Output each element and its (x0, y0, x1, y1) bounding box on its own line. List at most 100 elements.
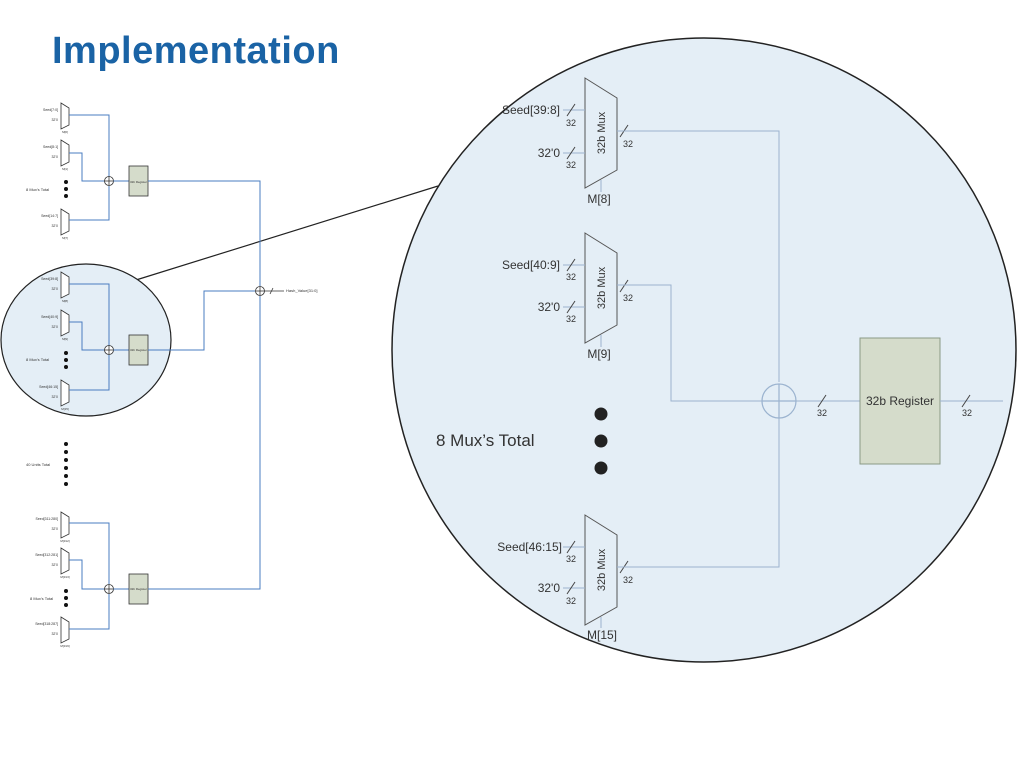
ellipsis-dot (64, 187, 68, 191)
ellipsis-dot (64, 442, 68, 446)
zoom-connector-line (135, 185, 439, 281)
overview-schematic: Seed[7:0] 32'0 M[0] Seed[8:1] 32'0 M[1] … (0, 102, 318, 648)
svg-text:M[7]: M[7] (62, 236, 68, 240)
overview-mux: Seed[312:281] 32'0 M[313] (35, 547, 105, 590)
overview-mux: Seed[14:7] 32'0 M[7] (41, 186, 110, 240)
mux-output-wire (617, 284, 762, 402)
seed-label: Seed[39:8] (502, 103, 560, 117)
bus-width-label: 32 (566, 118, 576, 128)
zero-label: 32'0 (538, 581, 561, 595)
zero-label: 32'0 (538, 146, 561, 160)
svg-text:32'0: 32'0 (51, 563, 58, 567)
svg-text:M[313]: M[313] (60, 575, 69, 579)
bus-width-label: 32 (623, 575, 633, 585)
detail-mux-unit: 32b Mux Seed[46:15] 32 32'0 32 M[15] 32 (497, 418, 780, 642)
mux-label: 32b Mux (596, 266, 608, 309)
svg-text:32'0: 32'0 (51, 395, 58, 399)
mux-output-wire (617, 418, 780, 568)
svg-text:Seed[312:281]: Seed[312:281] (35, 553, 58, 557)
bus-slash (269, 287, 274, 295)
zero-label: 32'0 (538, 300, 561, 314)
overview-middle-group: Seed[39:8] 32'0 M[8] Seed[40:9] 32'0 M[9… (26, 271, 255, 411)
svg-text:Seed[8:1]: Seed[8:1] (43, 145, 58, 149)
bus-width-label: 32 (962, 408, 972, 418)
bus-width-label: 32 (817, 408, 827, 418)
ellipsis-dot (64, 194, 68, 198)
bus-slash (566, 300, 576, 314)
overview-mux: Seed[40:9] 32'0 M[9] (41, 309, 105, 351)
mux-shape (584, 232, 618, 344)
svg-text:32'0: 32'0 (51, 527, 58, 531)
ellipsis-dot (64, 474, 68, 478)
detail-view: 32b Mux Seed[39:8] 32 32'0 32 M[8] 32 32… (135, 37, 1017, 663)
svg-text:Seed[40:9]: Seed[40:9] (41, 315, 58, 319)
bus-slash (566, 581, 576, 595)
seed-label: Seed[46:15] (497, 540, 562, 554)
svg-text:M[8]: M[8] (62, 299, 68, 303)
magnifier-circle (391, 37, 1017, 663)
select-label: M[8] (587, 192, 610, 206)
page-title: Implementation (52, 30, 340, 72)
ellipsis-dot (64, 458, 68, 462)
bus-width-label: 32 (623, 139, 633, 149)
mux-total-label: 8 Mux's Total (26, 187, 49, 192)
bus-slash (566, 258, 576, 272)
svg-text:32'0: 32'0 (51, 632, 58, 636)
ellipsis-dot (64, 466, 68, 470)
bus-width-label: 32 (623, 293, 633, 303)
mux-total-label: 8 Mux’s Total (436, 431, 535, 450)
mux-output-wire (617, 130, 780, 382)
mux-shape (584, 77, 618, 189)
register-block (859, 337, 941, 465)
svg-text:M[0]: M[0] (62, 130, 68, 134)
seed-label: Seed[40:9] (502, 258, 560, 272)
svg-text:32b Register: 32b Register (130, 180, 147, 184)
overview-mux: Seed[46:15] 32'0 M[15] (39, 355, 110, 411)
bus-width-label: 32 (566, 160, 576, 170)
overview-mux: Seed[7:0] 32'0 M[0] (43, 102, 110, 181)
overview-mux: Seed[8:1] 32'0 M[1] (43, 139, 105, 182)
overview-highlight-ellipse (0, 263, 172, 417)
register-label: 32b Register (866, 394, 934, 408)
bus-width-label: 32 (566, 272, 576, 282)
svg-text:M[312]: M[312] (60, 539, 69, 543)
hash-output-label: Hash_Value[31:0] (286, 288, 318, 293)
svg-text:32'0: 32'0 (51, 224, 58, 228)
svg-text:32b Register: 32b Register (130, 587, 147, 591)
svg-text:M[9]: M[9] (62, 337, 68, 341)
ellipsis-dot (594, 461, 608, 475)
bus-slash (817, 394, 827, 408)
svg-text:32'0: 32'0 (51, 155, 58, 159)
ellipsis-dot (64, 596, 68, 600)
mux-total-label: 8 Mux's Total (30, 596, 53, 601)
bus-width-label: 32 (566, 554, 576, 564)
ellipsis-dot (64, 589, 68, 593)
bus-slash (566, 103, 576, 117)
overview-top-group: Seed[7:0] 32'0 M[0] Seed[8:1] 32'0 M[1] … (26, 102, 261, 286)
ellipsis-dot (64, 365, 68, 369)
svg-text:M[1]: M[1] (62, 167, 68, 171)
mux-total-label: 8 Mux's Total (26, 357, 49, 362)
ellipsis-dot (64, 180, 68, 184)
svg-text:32'0: 32'0 (51, 118, 58, 122)
ellipsis-dot (594, 434, 608, 448)
ellipsis-dot (64, 603, 68, 607)
bus-slash (619, 279, 629, 293)
bus-width-label: 32 (566, 596, 576, 606)
select-label: M[15] (587, 628, 617, 642)
mux-label: 32b Mux (596, 111, 608, 154)
ellipsis-dot (594, 407, 608, 421)
svg-text:32'0: 32'0 (51, 287, 58, 291)
ellipsis-dot (64, 351, 68, 355)
bus-slash (566, 540, 576, 554)
svg-text:Seed[46:15]: Seed[46:15] (39, 385, 58, 389)
svg-text:Seed[318:287]: Seed[318:287] (35, 622, 58, 626)
detail-mux-unit: 32b Mux Seed[40:9] 32 32'0 32 M[9] 32 (502, 232, 762, 402)
svg-text:32b Register: 32b Register (130, 348, 147, 352)
overview-bottom-group: Seed[311:280] 32'0 M[312] Seed[312:281] … (30, 296, 261, 648)
detail-mux-unit: 32b Mux Seed[39:8] 32 32'0 32 M[8] 32 (502, 77, 780, 382)
bus-slash (566, 146, 576, 160)
overview-mux: Seed[39:8] 32'0 M[8] (41, 271, 110, 346)
ellipsis-dot (64, 450, 68, 454)
